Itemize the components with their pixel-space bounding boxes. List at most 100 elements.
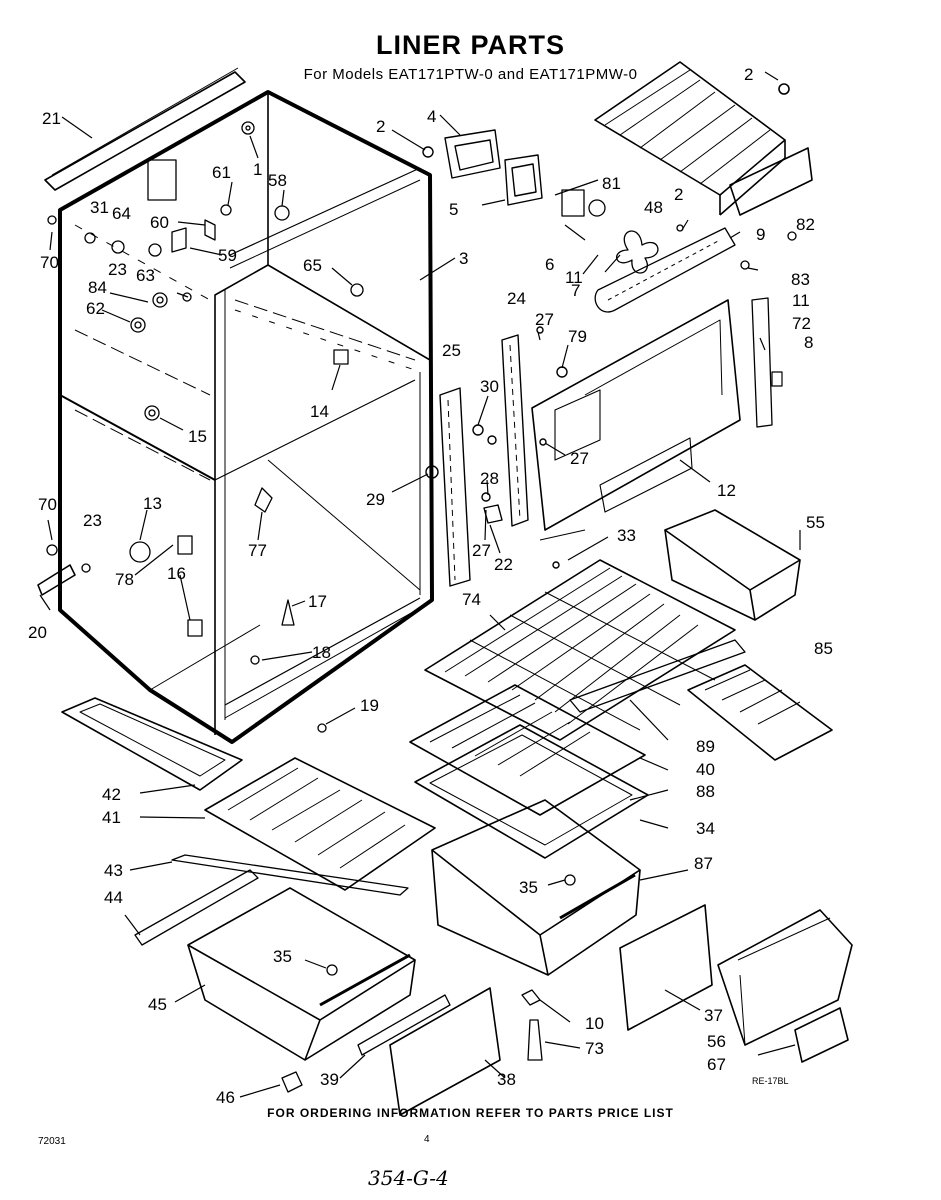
callout-55: 55 [806, 513, 825, 532]
callout-39: 39 [320, 1070, 339, 1089]
callout-31: 31 [90, 198, 109, 217]
callout-12: 12 [717, 481, 736, 500]
callout-20: 20 [28, 623, 47, 642]
rear-duct-panel [531, 299, 741, 531]
callout-46: 46 [216, 1088, 235, 1107]
page-number: 4 [424, 1134, 430, 1145]
callout-29: 29 [366, 490, 385, 509]
callout-45: 45 [148, 995, 167, 1014]
handwritten-note: 354-G-4 [368, 1166, 449, 1190]
callout-67: 67 [707, 1055, 726, 1074]
callout-13: 13 [143, 494, 162, 513]
callout-48: 48 [644, 198, 663, 217]
callout-74: 74 [462, 590, 481, 609]
callout-65: 65 [303, 256, 322, 275]
callout-7: 7 [571, 281, 580, 300]
callout-5: 5 [449, 200, 458, 219]
control-housing [147, 159, 177, 201]
callout-44: 44 [104, 888, 123, 907]
callout-78: 78 [115, 570, 134, 589]
callout-16: 16 [167, 564, 186, 583]
meat-pan-and-ice-tray [664, 509, 833, 761]
doc-code: 72031 [38, 1136, 66, 1147]
callout-2: 2 [674, 185, 683, 204]
callout-79: 79 [568, 327, 587, 346]
callout-84: 84 [88, 278, 107, 297]
callout-59: 59 [218, 246, 237, 265]
callout-9: 9 [756, 225, 765, 244]
callout-58: 58 [268, 171, 287, 190]
callout-17: 17 [308, 592, 327, 611]
callout-24: 24 [507, 289, 526, 308]
callout-81: 81 [602, 174, 621, 193]
ordering-note: FOR ORDERING INFORMATION REFER TO PARTS … [267, 1106, 674, 1120]
evaporator-cover [594, 61, 813, 216]
callout-42: 42 [102, 785, 121, 804]
callout-77: 77 [248, 541, 267, 560]
dairy-bin [717, 909, 853, 1063]
callout-28: 28 [480, 469, 499, 488]
callout-25: 25 [442, 341, 461, 360]
callout-88: 88 [696, 782, 715, 801]
callout-61: 61 [212, 163, 231, 182]
callout-15: 15 [188, 427, 207, 446]
drawer-fronts [357, 904, 713, 1116]
callout-43: 43 [104, 861, 123, 880]
callout-27: 27 [472, 541, 491, 560]
callout-70: 70 [40, 253, 59, 272]
callout-27: 27 [535, 310, 554, 329]
fan-grille-parts [422, 129, 543, 206]
fan-assembly [561, 189, 797, 313]
shelf-supports [425, 326, 586, 587]
callout-56: 56 [707, 1032, 726, 1051]
callout-34: 34 [696, 819, 715, 838]
left-drawer-set [61, 697, 436, 1061]
cabinet-liner [58, 90, 434, 744]
callout-1: 1 [253, 160, 262, 179]
callout-30: 30 [480, 377, 499, 396]
callout-73: 73 [585, 1039, 604, 1058]
callout-10: 10 [585, 1014, 604, 1033]
callout-41: 41 [102, 808, 121, 827]
callout-14: 14 [310, 402, 329, 421]
callout-38: 38 [497, 1070, 516, 1089]
callout-40: 40 [696, 760, 715, 779]
callout-62: 62 [86, 299, 105, 318]
wire-shelf [424, 559, 736, 741]
callout-33: 33 [617, 526, 636, 545]
callout-60: 60 [150, 213, 169, 232]
callout-11: 11 [792, 291, 810, 310]
callout-82: 82 [796, 215, 815, 234]
page-title: LINER PARTS [375, 30, 565, 60]
callout-27: 27 [570, 449, 589, 468]
callout-3: 3 [459, 249, 468, 268]
model-subtitle: For Models EAT171PTW-0 and EAT171PMW-0 [303, 66, 638, 83]
callout-35: 35 [273, 947, 292, 966]
callout-18: 18 [312, 643, 331, 662]
callout-23: 23 [108, 260, 127, 279]
callout-37: 37 [704, 1006, 723, 1025]
callout-22: 22 [494, 555, 513, 574]
callout-6: 6 [545, 255, 554, 274]
crisper-drawer-right [431, 799, 641, 976]
callout-2: 2 [744, 65, 753, 84]
callout-83: 83 [791, 270, 810, 289]
callout-23: 23 [83, 511, 102, 530]
callout-63: 63 [136, 266, 155, 285]
callout-19: 19 [360, 696, 379, 715]
bottom-rail [37, 564, 76, 596]
top-rail [44, 67, 246, 191]
callout-labels: 2 2 2 21 4 1 61 58 31 64 60 59 70 23 63 … [28, 65, 833, 1107]
callout-4: 4 [427, 107, 436, 126]
callout-85: 85 [814, 639, 833, 658]
reference-code: RE-17BL [752, 1076, 789, 1086]
callout-72: 72 [792, 314, 811, 333]
callout-21: 21 [42, 109, 61, 128]
callout-2: 2 [376, 117, 385, 136]
callout-64: 64 [112, 204, 131, 223]
crisper-shelves [409, 684, 649, 859]
callout-70: 70 [38, 495, 57, 514]
callout-35: 35 [519, 878, 538, 897]
callout-89: 89 [696, 737, 715, 756]
